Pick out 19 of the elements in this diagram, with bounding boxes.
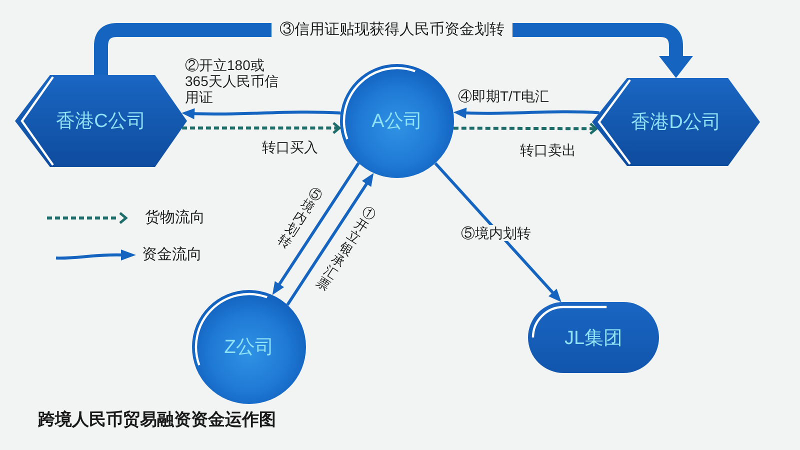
edge-label: 转口买入 xyxy=(262,139,318,155)
circle-node: A公司 xyxy=(340,64,454,178)
arrow xyxy=(434,162,562,302)
edge-label: ④即期T/T电汇 xyxy=(458,88,549,104)
legend-label: 资金流向 xyxy=(142,246,202,264)
caption: 跨境人民币贸易融资资金运作图 xyxy=(38,410,276,430)
dotted-arrow xyxy=(454,122,598,135)
edge-label: 转口卖出 xyxy=(520,142,576,158)
arrow xyxy=(272,162,360,295)
arrow xyxy=(182,108,341,120)
dotted-arrow xyxy=(182,122,341,134)
edge-label: ③信用证贴现获得人民币资金划转 xyxy=(272,21,512,39)
rounded-node: JL集团 xyxy=(528,302,659,373)
arrow xyxy=(286,173,374,306)
legend-label: 货物流向 xyxy=(145,209,205,227)
hexagon-node: 香港C公司 xyxy=(15,75,187,167)
arrow xyxy=(453,107,600,118)
hexagon-node: 香港D公司 xyxy=(592,78,760,166)
circle-node: Z公司 xyxy=(192,290,306,404)
